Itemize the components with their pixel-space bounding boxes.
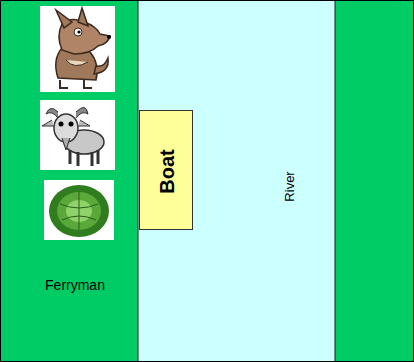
cabbage-icon (44, 180, 114, 240)
node-label: River (283, 171, 298, 201)
wolf-icon (40, 6, 115, 92)
river-band: River Boat (138, 0, 335, 362)
left-bank: Ferryman (0, 0, 138, 362)
boat-box: Boat (139, 110, 193, 230)
node-label: Ferryman (45, 277, 105, 293)
goat-icon (40, 100, 115, 170)
node-label: Boat (155, 149, 178, 193)
